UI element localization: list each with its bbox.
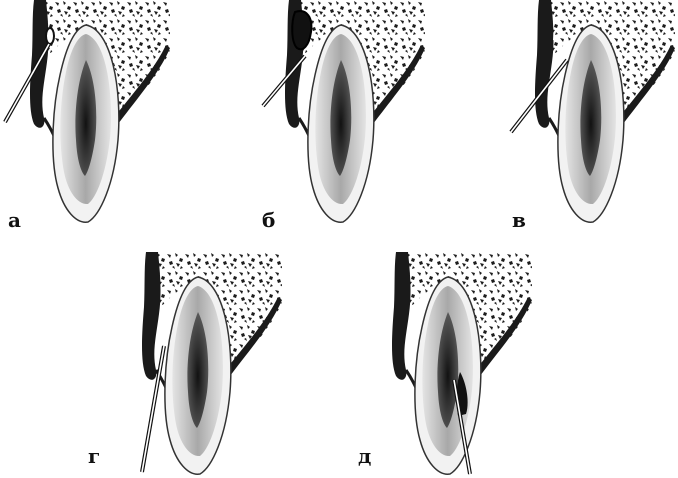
panel-label-a: а bbox=[8, 210, 21, 230]
panel-a bbox=[5, 0, 170, 222]
panel-g bbox=[142, 252, 282, 474]
pocket-cavity-icon bbox=[292, 11, 311, 49]
panel-label-b: б bbox=[262, 210, 275, 230]
panel-d bbox=[392, 252, 532, 474]
panel-b bbox=[263, 0, 425, 222]
panel-label-g: г bbox=[88, 446, 100, 466]
panel-label-d: д bbox=[358, 446, 371, 466]
panel-v bbox=[511, 0, 675, 222]
panel-label-v: в bbox=[512, 210, 526, 230]
pocket-cavity-icon bbox=[46, 28, 54, 44]
tooth-icon bbox=[392, 252, 532, 474]
